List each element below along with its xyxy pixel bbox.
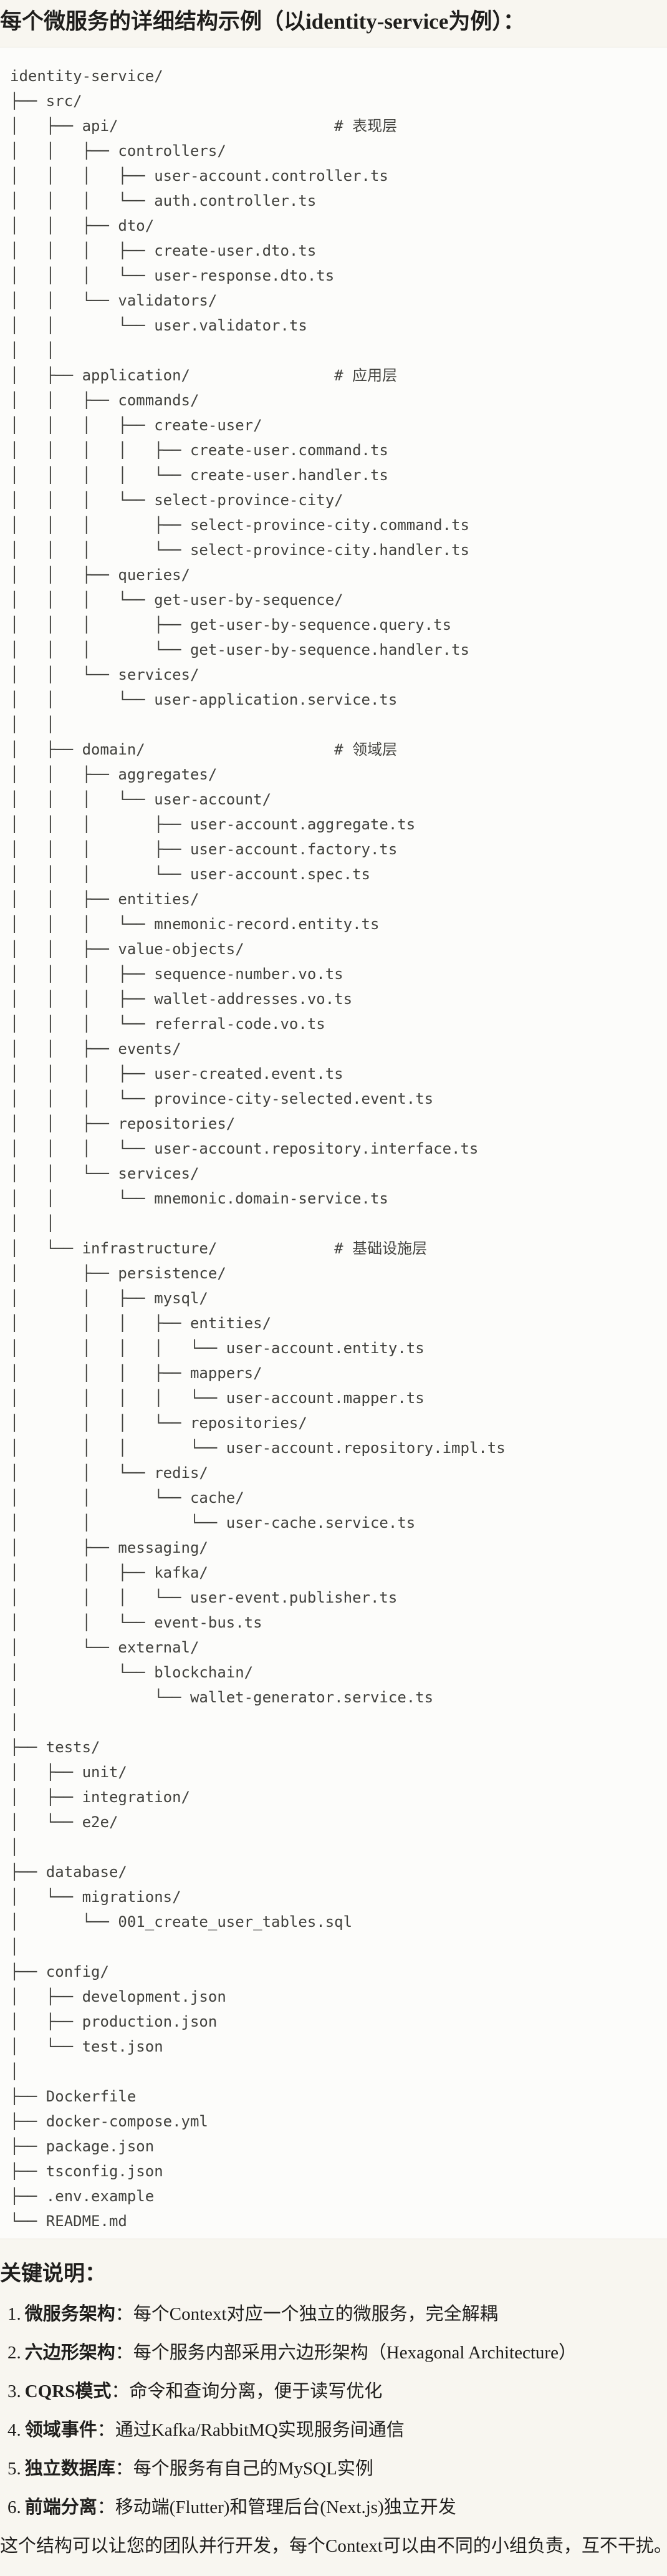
note-text: ：每个服务有自己的MySQL实例 — [115, 2459, 373, 2479]
note-label: 六边形架构 — [24, 2343, 115, 2363]
note-label: 独立数据库 — [24, 2459, 115, 2479]
code-block: identity-service/ ├── src/ │ ├── api/ # … — [0, 47, 667, 2239]
note-number: 5. — [7, 2459, 21, 2479]
note-text: ：移动端(Flutter)和管理后台(Next.js)独立开发 — [97, 2497, 456, 2517]
note-label: 微服务架构 — [24, 2304, 115, 2324]
note-text: ：命令和查询分离，便于读写优化 — [111, 2381, 383, 2401]
note-number: 6. — [7, 2497, 21, 2517]
page-title: 每个微服务的详细结构示例（以identity-service为例）： — [0, 9, 525, 34]
document-page: 每个微服务的详细结构示例（以identity-service为例）： ident… — [0, 9, 667, 2567]
note-label: CQRS模式 — [24, 2381, 112, 2401]
note-number: 3. — [7, 2381, 21, 2401]
note-item-cqrs: 3.CQRS模式：命令和查询分离，便于读写优化 — [0, 2379, 667, 2404]
note-item-domain-events: 4.领域事件：通过Kafka/RabbitMQ实现服务间通信 — [0, 2418, 667, 2443]
directory-tree: identity-service/ ├── src/ │ ├── api/ # … — [10, 67, 506, 2230]
note-number: 4. — [7, 2420, 21, 2440]
notes-heading: 关键说明： — [0, 2262, 106, 2285]
note-label: 前端分离 — [24, 2497, 97, 2517]
note-item-microservice: 1.微服务架构：每个Context对应一个独立的微服务，完全解耦 — [0, 2302, 667, 2327]
note-item-hexagonal: 2.六边形架构：每个服务内部采用六边形架构（Hexagonal Architec… — [0, 2340, 667, 2365]
note-item-frontend: 6.前端分离：移动端(Flutter)和管理后台(Next.js)独立开发 — [0, 2495, 667, 2520]
note-text: ：每个服务内部采用六边形架构（Hexagonal Architecture） — [115, 2343, 577, 2363]
note-label: 领域事件 — [24, 2420, 97, 2440]
note-text: ：通过Kafka/RabbitMQ实现服务间通信 — [97, 2420, 405, 2440]
note-number: 2. — [7, 2343, 21, 2363]
note-item-database: 5.独立数据库：每个服务有自己的MySQL实例 — [0, 2456, 667, 2481]
closing-paragraph: 这个结构可以让您的团队并行开发，每个Context可以由不同的小组负责，互不干扰… — [0, 2536, 667, 2556]
note-number: 1. — [7, 2304, 21, 2324]
note-text: ：每个Context对应一个独立的微服务，完全解耦 — [115, 2304, 498, 2324]
notes-section: 关键说明： 1.微服务架构：每个Context对应一个独立的微服务，完全解耦 2… — [0, 2260, 667, 2567]
